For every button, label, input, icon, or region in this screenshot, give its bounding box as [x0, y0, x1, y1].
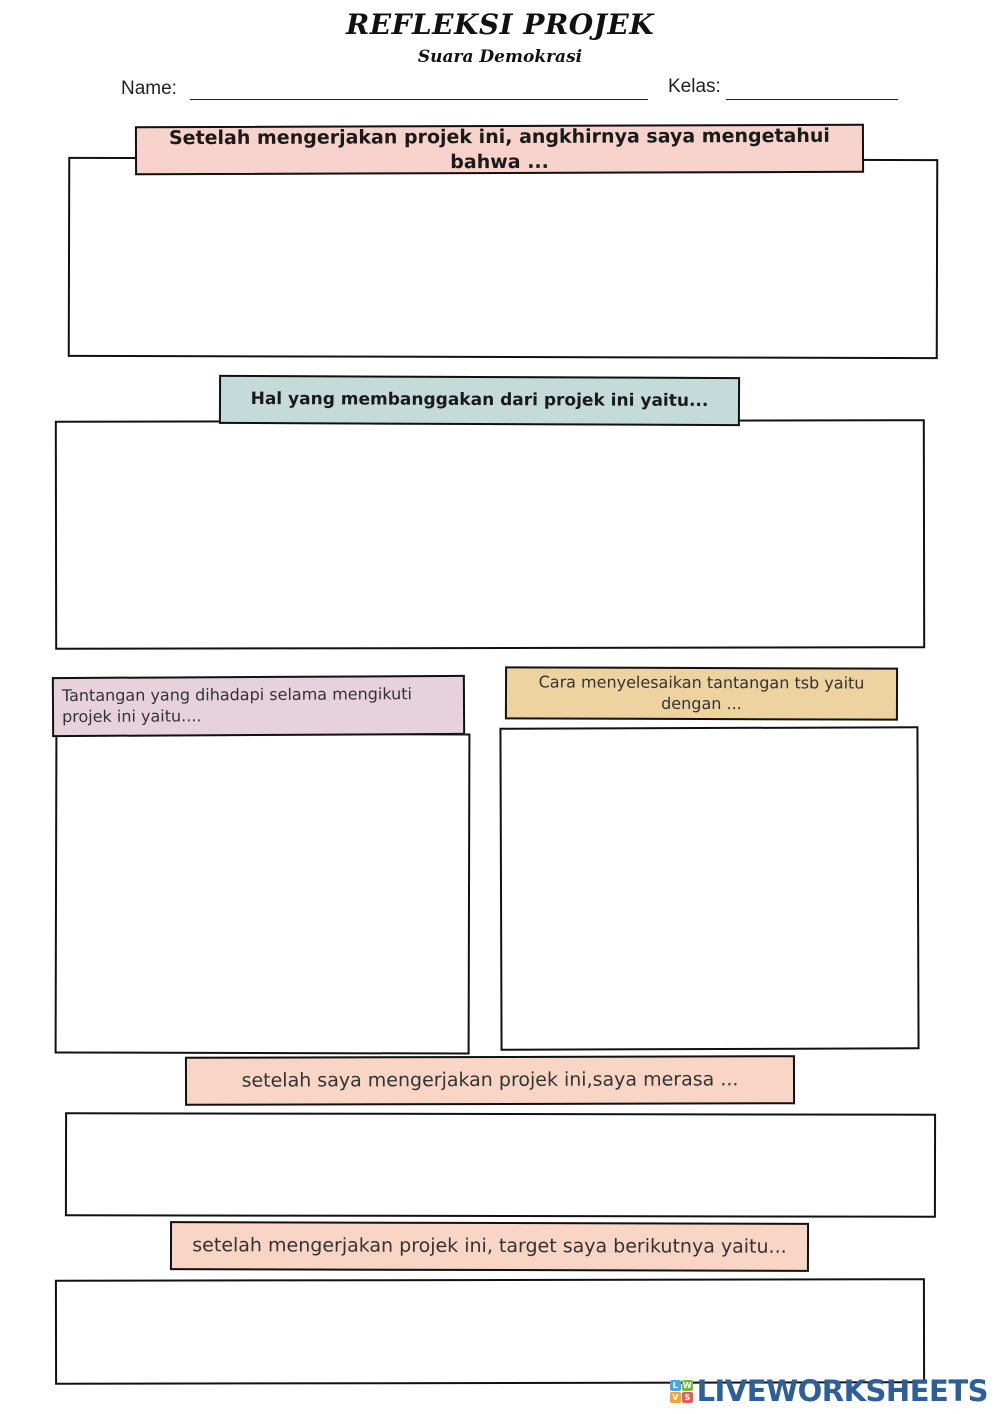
prompt-next-target: setelah mengerjakan projek ini, target s…: [169, 1221, 810, 1272]
liveworksheets-icon: L W V S: [669, 1379, 693, 1403]
prompt-feelings: setelah saya mengerjakan projek ini,saya…: [184, 1055, 796, 1106]
name-field[interactable]: [190, 99, 648, 100]
page-title: REFLEKSI PROJEK: [345, 8, 655, 41]
liveworksheets-brand-text: LIVEWORKSHEETS: [696, 1374, 989, 1408]
prompt-solutions: Cara menyelesaikan tantangan tsb yaitu d…: [504, 666, 899, 721]
answer-box-feelings[interactable]: [64, 1112, 937, 1218]
answer-box-challenges[interactable]: [54, 732, 471, 1055]
name-label: Name:: [121, 78, 177, 99]
answer-box-proud[interactable]: [54, 419, 926, 650]
liveworksheets-logo[interactable]: L W V S LIVEWORKSHEETS: [669, 1374, 989, 1408]
prompt-challenges: Tantangan yang dihadapi selama mengikuti…: [51, 674, 466, 738]
answer-box-solutions[interactable]: [499, 726, 920, 1051]
class-label: Kelas:: [668, 76, 721, 97]
page-subtitle: Suara Demokrasi: [417, 47, 583, 67]
answer-box-knowledge[interactable]: [67, 156, 939, 360]
prompt-proud: Hal yang membanggakan dari projek ini ya…: [218, 374, 741, 427]
answer-box-next-target[interactable]: [54, 1278, 926, 1385]
prompt-knowledge: Setelah mengerjakan projek ini, angkhirn…: [134, 123, 865, 176]
class-field[interactable]: [726, 99, 898, 100]
